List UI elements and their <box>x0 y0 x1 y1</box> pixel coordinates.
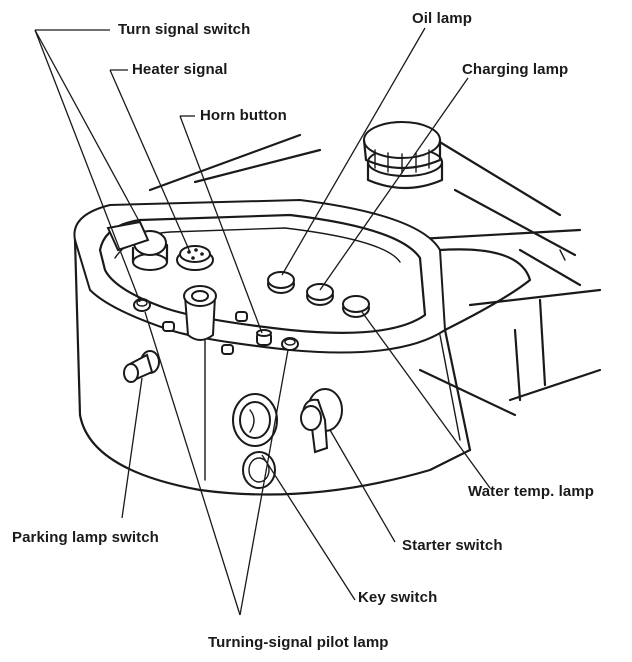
oil-lamp <box>267 271 295 294</box>
filler-cap <box>362 121 444 190</box>
label-key-switch: Key switch <box>358 589 438 606</box>
label-parking-lamp-switch: Parking lamp switch <box>12 529 159 546</box>
starter-switch <box>300 388 343 454</box>
turning-signal-pilot-lamp-right <box>281 337 299 351</box>
heater-signal-unit <box>176 245 214 271</box>
label-charging-lamp: Charging lamp <box>462 61 569 78</box>
charging-lamp <box>306 283 334 306</box>
key-switch <box>232 393 278 489</box>
leader-lines <box>34 27 491 616</box>
label-horn-button: Horn button <box>200 107 287 124</box>
label-water-temp-lamp: Water temp. lamp <box>468 483 595 500</box>
tractor-body-outline <box>148 128 602 417</box>
warning-lamps <box>267 271 370 318</box>
small-indicators <box>133 298 299 355</box>
label-turning-signal-pilot-lamp: Turning-signal pilot lamp <box>208 634 389 651</box>
horn-button <box>256 329 272 346</box>
water-temp-lamp <box>342 295 370 318</box>
label-oil-lamp: Oil lamp <box>412 10 472 27</box>
turning-signal-pilot-lamp-left <box>133 298 151 312</box>
label-heater-signal: Heater signal <box>132 61 228 78</box>
label-turn-signal-switch: Turn signal switch <box>118 21 251 38</box>
horn-button-column <box>183 285 217 341</box>
label-starter-switch: Starter switch <box>402 537 503 554</box>
turn-signal-switch-knob <box>106 220 169 271</box>
parking-lamp-switch <box>123 350 160 383</box>
